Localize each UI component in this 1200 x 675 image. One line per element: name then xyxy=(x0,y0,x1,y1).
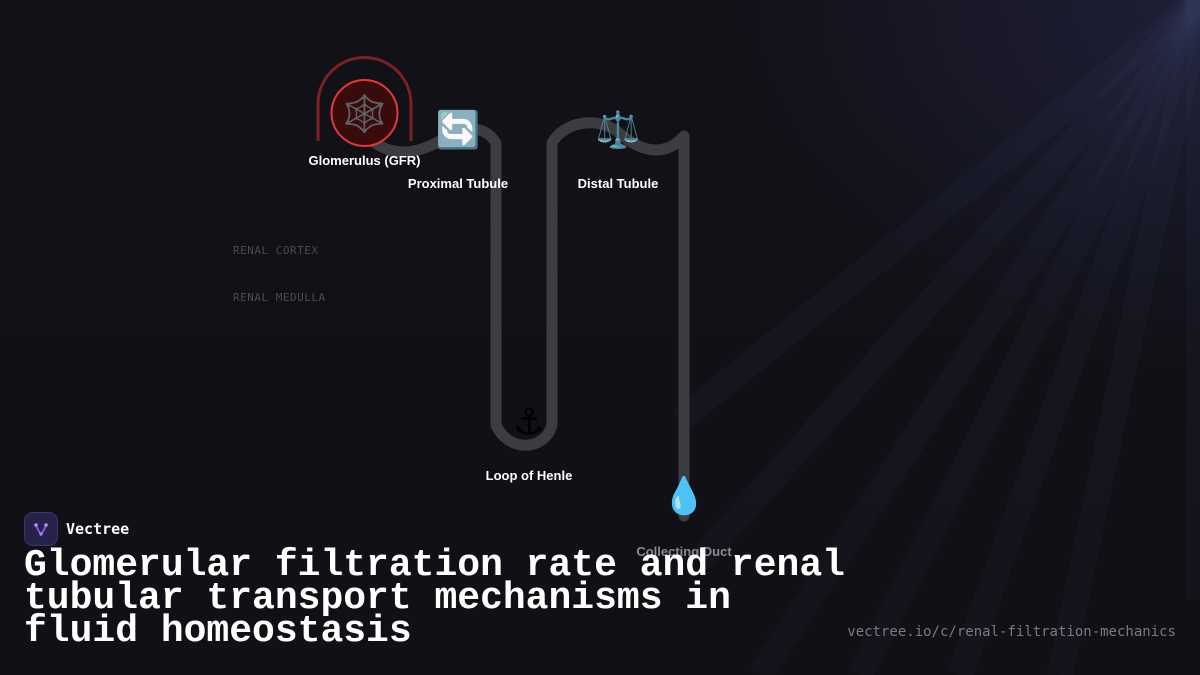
renal-medulla-label: RENAL MEDULLA xyxy=(233,291,326,304)
balance-scale-icon[interactable]: ⚖️ xyxy=(596,109,641,151)
loop-of-henle-label: Loop of Henle xyxy=(486,468,573,483)
droplet-icon[interactable]: 💧 xyxy=(662,475,707,517)
spider-web-icon: 🕸️ xyxy=(342,93,387,135)
distal-tubule-label: Distal Tubule xyxy=(578,176,659,191)
page-title: Glomerular filtration rate and renal tub… xyxy=(24,544,845,653)
vectree-logo-icon xyxy=(24,512,58,546)
glomerulus-label: Glomerulus (GFR) xyxy=(309,153,421,168)
brand[interactable]: Vectree xyxy=(24,512,129,546)
nephron-tubule xyxy=(369,117,690,522)
bowmans-capsule xyxy=(316,56,413,141)
brand-name: Vectree xyxy=(66,520,130,538)
source-url[interactable]: vectree.io/c/renal-filtration-mechanics xyxy=(847,624,1176,640)
cycle-arrows-icon[interactable]: 🔄 xyxy=(436,109,481,151)
proximal-tubule-label: Proximal Tubule xyxy=(408,176,508,191)
anchor-icon[interactable]: ⚓ xyxy=(513,402,545,443)
glomerulus-node[interactable] xyxy=(330,79,399,147)
renal-cortex-label: RENAL CORTEX xyxy=(233,244,318,257)
collecting-duct-label: Collecting Duct xyxy=(636,544,732,559)
